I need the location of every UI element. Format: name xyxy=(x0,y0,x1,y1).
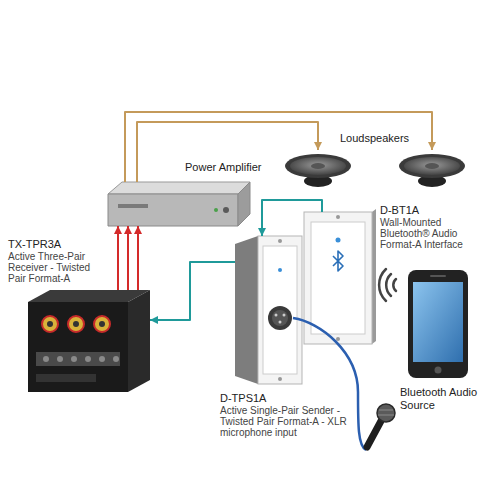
arrow-head xyxy=(134,226,142,234)
device-description: Wall-Mounted Bluetooth® Audio Format-A I… xyxy=(380,217,492,250)
bluetooth-plate-drawing xyxy=(304,209,376,344)
wireless-symbol xyxy=(379,269,396,301)
speaker-wire xyxy=(125,112,432,182)
audio-output-wire xyxy=(127,226,129,290)
device-label: Loudspeakers xyxy=(340,132,430,145)
device-name: Loudspeakers xyxy=(340,132,430,145)
audio-output-wire xyxy=(137,226,139,290)
sender-plate-drawing xyxy=(235,236,302,384)
arrow-head xyxy=(124,226,132,234)
receiver-drawing xyxy=(28,290,150,392)
amplifier-drawing xyxy=(108,182,250,226)
device-name: Bluetooth Audio Source xyxy=(400,386,480,412)
device-label: D-TPS1AActive Single-Pair Sender - Twist… xyxy=(220,392,352,438)
twisted-pair-link xyxy=(150,262,235,320)
arrow-head xyxy=(114,226,122,234)
device-label: Bluetooth Audio Source xyxy=(400,386,480,412)
device-description: Active Three-Pair Receiver - Twisted Pai… xyxy=(8,251,108,284)
arrow-head xyxy=(314,142,322,150)
device-name: Power Amplifier xyxy=(185,161,285,174)
device-name: TX-TPR3A xyxy=(8,238,108,251)
sender-wallplate: D-TPS1AActive Single-Pair Sender - Twist… xyxy=(235,236,302,384)
arrow-head xyxy=(258,228,266,236)
device-label: Power Amplifier xyxy=(185,161,285,174)
audio-output-wire xyxy=(117,226,119,290)
arrow-head xyxy=(428,142,436,150)
bluetooth-wallplate: D-BT1AWall-Mounted Bluetooth® Audio Form… xyxy=(304,212,372,344)
speaker-wire xyxy=(137,122,318,182)
bluetooth-source: Bluetooth Audio Source xyxy=(405,268,470,380)
receiver-unit: TX-TPR3AActive Three-Pair Receiver - Twi… xyxy=(28,290,150,392)
device-label: TX-TPR3AActive Three-Pair Receiver - Twi… xyxy=(8,238,108,284)
power-amplifier: Power Amplifier xyxy=(108,182,250,226)
device-label: D-BT1AWall-Mounted Bluetooth® Audio Form… xyxy=(380,204,492,250)
device-name: D-TPS1A xyxy=(220,392,352,405)
phone-drawing xyxy=(408,270,468,378)
twisted-pair-link xyxy=(262,200,322,236)
microphone-drawing xyxy=(293,318,395,450)
device-name: D-BT1A xyxy=(380,204,492,217)
device-description: Active Single-Pair Sender - Twisted Pair… xyxy=(220,405,352,438)
loudspeakers: Loudspeakers xyxy=(285,150,465,188)
speaker-drawing xyxy=(285,154,465,187)
arrow-head xyxy=(150,316,158,324)
